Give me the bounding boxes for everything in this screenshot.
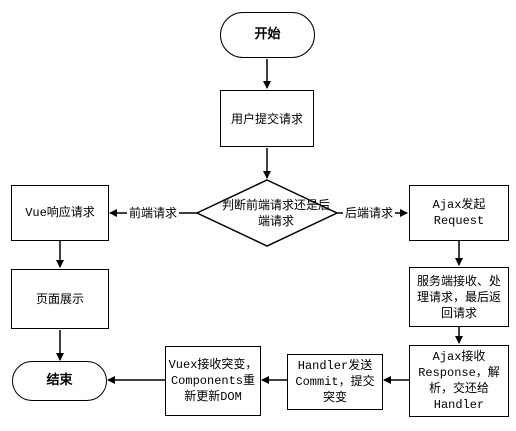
ajax-receive-box: Ajax接收Response，解析，交还给Handler (409, 345, 509, 417)
submit-request-box: 用户提交请求 (220, 90, 314, 147)
handler-commit-box: Handler发送Commit，提交突变 (287, 354, 383, 410)
decision-text: 判断前端请求还是后端请求 (221, 198, 330, 228)
page-display-box: 页面展示 (11, 269, 109, 329)
ajax-request-box: Ajax发起Request (409, 185, 509, 241)
frontend-request-label: 前端请求 (127, 206, 180, 220)
decision-diamond (195, 179, 339, 247)
server-process-box: 服务端接收、处理请求，最后返回请求 (409, 267, 509, 327)
vue-response-box: Vue响应请求 (11, 185, 109, 241)
backend-request-label: 后端请求 (343, 206, 396, 220)
end-terminal: 结束 (12, 361, 107, 401)
start-terminal: 开始 (220, 12, 315, 58)
vuex-update-box: Vuex接收突变，Components重新更新DOM (165, 346, 261, 416)
